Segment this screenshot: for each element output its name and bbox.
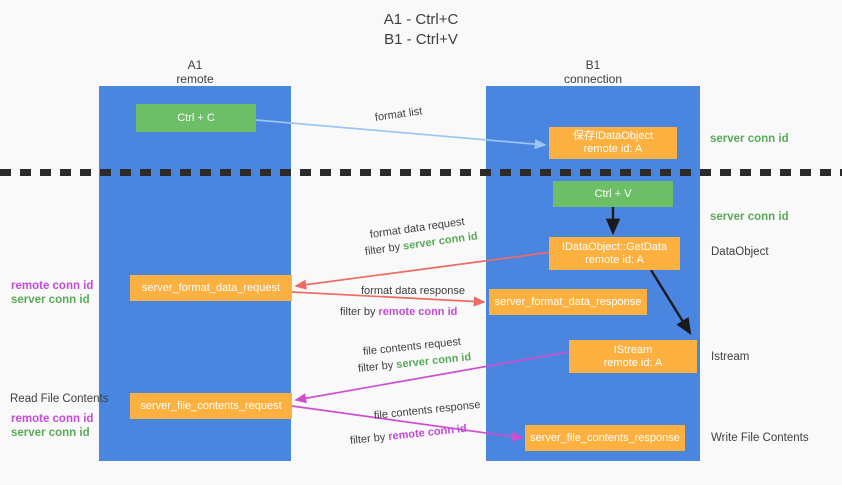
right-label-istream: Istream xyxy=(711,351,750,363)
filter-prefix: filter by xyxy=(340,306,379,318)
box-save-idataobject-line1: 保存IDataObject xyxy=(572,130,654,142)
box-idataobject-getdata[interactable]: IDataObject::GetData remote id: A xyxy=(549,237,680,270)
edge-label-format-list: format list xyxy=(374,104,423,125)
column-a1-name: A1 xyxy=(187,58,203,72)
page-title: A1 - Ctrl+C B1 - Ctrl+V xyxy=(0,10,842,50)
edge-label-file-contents-response: file contents response xyxy=(373,398,481,423)
column-b1-name: B1 xyxy=(585,58,601,72)
box-istream[interactable]: IStream remote id: A xyxy=(569,340,697,373)
left-label-read-file-contents: Read File Contents xyxy=(10,393,109,405)
box-ctrl-v-label: Ctrl + V xyxy=(594,187,632,200)
box-idataobject-getdata-line1: IDataObject::GetData xyxy=(561,240,668,253)
edge-label-file-contents-response-text: file contents response xyxy=(373,398,482,422)
right-label-dataobject: DataObject xyxy=(711,246,769,258)
box-server-file-contents-request[interactable]: server_file_contents_request xyxy=(130,393,292,419)
title-line-2: B1 - Ctrl+V xyxy=(384,31,458,48)
edge-label-format-list-text: format list xyxy=(374,105,424,124)
right-label-server-conn-id-mid: server conn id xyxy=(710,211,789,223)
filter-key-remote-conn-id: remote conn id xyxy=(378,306,458,318)
column-header-a1: A1 remote xyxy=(99,58,291,86)
box-server-file-contents-response[interactable]: server_file_contents_response xyxy=(525,425,685,451)
box-ctrl-c[interactable]: Ctrl + C xyxy=(136,104,256,132)
box-istream-line2: remote id: A xyxy=(603,356,663,369)
right-label-server-conn-id-top: server conn id xyxy=(710,133,789,145)
filter-prefix: filter by xyxy=(349,431,389,447)
box-ctrl-c-label: Ctrl + C xyxy=(177,111,215,124)
filter-key-remote-conn-id: remote conn id xyxy=(387,422,468,443)
box-save-idataobject-line2: remote id: A xyxy=(583,143,643,155)
box-server-file-contents-request-label: server_file_contents_request xyxy=(140,399,282,412)
filter-prefix: filter by xyxy=(364,240,404,258)
title-line-1: A1 - Ctrl+C xyxy=(383,11,459,28)
box-save-idataobject[interactable]: 保存IDataObject remote id: A xyxy=(549,127,677,159)
left-label-remote-conn-id-mid: remote conn id xyxy=(11,280,94,292)
filter-prefix: filter by xyxy=(357,359,397,375)
box-server-format-data-response[interactable]: server_format_data_response xyxy=(489,289,647,315)
box-server-format-data-request[interactable]: server_format_data_request xyxy=(130,275,292,301)
right-label-write-file-contents: Write File Contents xyxy=(711,432,809,444)
left-label-server-conn-id-mid: server conn id xyxy=(11,294,90,306)
left-label-remote-conn-id-low: remote conn id xyxy=(11,413,94,425)
box-server-format-data-request-label: server_format_data_request xyxy=(141,281,281,294)
edge-label-format-data-response-text: format data response xyxy=(361,285,465,297)
column-b1-sub: connection xyxy=(563,72,623,86)
column-header-b1: B1 connection xyxy=(486,58,700,86)
edge-label-file-contents-response-filter: filter by remote conn id xyxy=(349,422,467,448)
column-a1-sub: remote xyxy=(176,72,214,86)
box-istream-line1: IStream xyxy=(613,343,653,356)
edge-label-format-data-response-filter: filter by remote conn id xyxy=(340,305,457,319)
box-server-format-data-response-label: server_format_data_response xyxy=(494,295,642,308)
left-label-server-conn-id-low: server conn id xyxy=(11,427,90,439)
box-idataobject-getdata-line2: remote id: A xyxy=(585,253,644,266)
box-ctrl-v[interactable]: Ctrl + V xyxy=(553,181,673,207)
box-server-file-contents-response-label: server_file_contents_response xyxy=(530,431,680,444)
edge-label-format-data-response: format data response xyxy=(361,284,465,298)
